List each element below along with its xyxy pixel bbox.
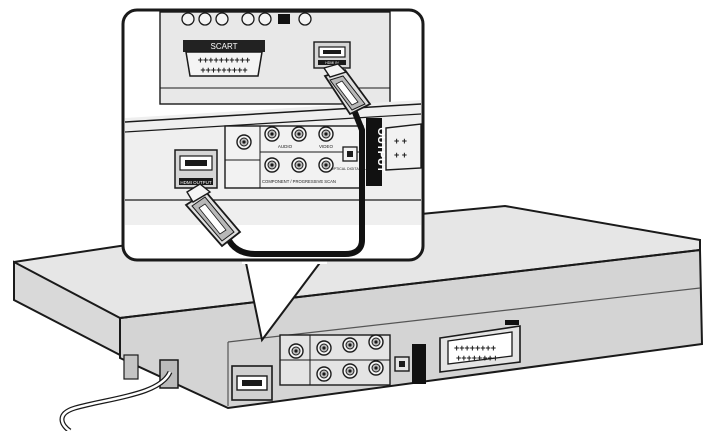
svg-text:++++++++: ++++++++: [454, 343, 496, 353]
hdmi-plug-tv: [322, 63, 372, 116]
player-hdmi-port: [231, 365, 273, 401]
svg-text:+ +: + +: [394, 136, 407, 146]
zoomed-hdmi-output-port: HDMI OUTPUT: [174, 149, 218, 189]
callout-pointer: [244, 257, 323, 343]
optical-label: OPTICAL DIGITAL OUT: [331, 167, 370, 171]
zoomed-player-rear: HDMI OUTPUT AUDIO VIDEO COMPONENT / PROG…: [124, 100, 422, 225]
hdmi-plug-player: [184, 183, 242, 248]
svg-text:++++++++: ++++++++: [456, 353, 498, 363]
tv-hdmi-label: HDMI IN: [325, 61, 339, 65]
output-label: OUTPUT: [375, 127, 387, 173]
zoomed-rca-block: AUDIO VIDEO COMPONENT / PROGRESSIVE SCAN…: [224, 125, 370, 189]
player-rca-panel: [279, 334, 410, 386]
scart-label: SCART: [211, 42, 238, 51]
svg-text:+ +: + +: [394, 150, 407, 160]
player-scart-port: ++++++++ ++++++++: [439, 320, 521, 373]
component-label: COMPONENT / PROGRESSIVE SCAN: [262, 179, 336, 184]
svg-text:++++++++++: ++++++++++: [198, 55, 251, 65]
dvd-player: ++++++++ ++++++++: [13, 204, 704, 434]
hdmi-output-label: HDMI OUTPUT: [180, 180, 211, 185]
hdmi-cable: [184, 63, 372, 257]
svg-text:+++++++++: +++++++++: [200, 65, 247, 75]
callout-zoom-panel: SCART ++++++++++ +++++++++ HDMI IN: [121, 8, 425, 262]
audio-label: AUDIO: [278, 144, 293, 149]
power-cable: [59, 370, 173, 434]
tv-hdmi-port: HDMI IN: [313, 41, 351, 69]
video-label: VIDEO: [319, 144, 334, 149]
tv-scart-port: SCART ++++++++++ +++++++++: [183, 40, 265, 77]
